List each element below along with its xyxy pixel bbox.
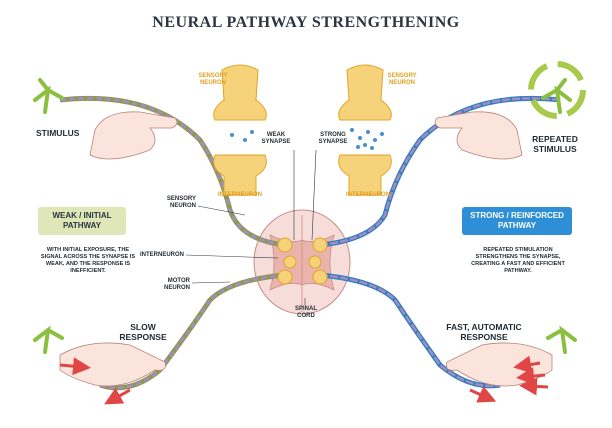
fast-response-line1: FAST, AUTOMATIC	[446, 322, 522, 332]
weak-box-line1: WEAK / INITIAL	[52, 211, 112, 220]
spinal-cord-line2: CORD	[297, 313, 315, 319]
slow-response-label: SLOW RESPONSE	[108, 322, 178, 342]
weak-synapse-label: WEAK SYNAPSE	[256, 132, 296, 146]
sensory-neuron-mid-line1: SENSORY	[166, 196, 196, 202]
fast-response-label: FAST, AUTOMATIC RESPONSE	[434, 322, 534, 342]
fast-response-line2: RESPONSE	[460, 332, 508, 342]
cycle-arrows-icon	[528, 61, 586, 119]
sensory-neuron-left-line2: NEURON	[199, 80, 226, 86]
weak-pathway-box: WEAK / INITIAL PATHWAY	[38, 207, 126, 235]
leader-lines	[185, 149, 317, 305]
slow-response-line1: SLOW	[130, 322, 156, 332]
slow-response-line2: RESPONSE	[119, 332, 167, 342]
sensory-neuron-right-line1: SENSORY	[387, 73, 417, 79]
sensory-neuron-left-line1: SENSORY	[198, 73, 228, 79]
stimulus-label: STIMULUS	[36, 128, 80, 138]
sensory-neuron-right-label: SENSORY NEURON	[382, 73, 422, 87]
weak-synapse-line1: WEAK	[266, 132, 286, 138]
weak-pathway-description: WITH INITIAL EXPOSURE, THE SIGNAL ACROSS…	[40, 247, 136, 274]
weak-box-line2: PATHWAY	[62, 221, 102, 230]
strong-box-line1: STRONG / REINFORCED	[470, 211, 564, 220]
spinal-cord-icon	[253, 209, 351, 315]
weak-synapse-line2: SYNAPSE	[261, 139, 291, 145]
sensory-neuron-mid-line2: NEURON	[169, 203, 196, 209]
strong-synapse-line1: STRONG	[320, 132, 346, 138]
page-title: NEURAL PATHWAY STRENGTHENING	[152, 14, 460, 31]
sensory-neuron-right-line2: NEURON	[388, 80, 415, 86]
motor-neuron-line1: MOTOR	[167, 278, 190, 284]
strong-box-line2: PATHWAY	[497, 221, 537, 230]
interneuron-mid-label: INTERNEURON	[140, 252, 185, 258]
sensory-neuron-mid-label: SENSORY NEURON	[152, 196, 196, 210]
plant-stimulus-icon	[33, 78, 577, 354]
spinal-cord-label: SPINAL CORD	[286, 306, 326, 320]
repeated-stimulus-line1: REPEATED	[532, 134, 578, 144]
weak-pathway	[59, 95, 297, 391]
synapse-icon	[213, 64, 392, 196]
repeated-stimulus-label: REPEATED STIMULUS	[520, 134, 590, 154]
spinal-cord-line1: SPINAL	[294, 306, 317, 312]
motor-neuron-line2: NEURON	[163, 285, 190, 291]
response-arrows	[59, 355, 549, 405]
strong-synapse-label: STRONG SYNAPSE	[310, 132, 356, 146]
strong-pathway-box: STRONG / REINFORCED PATHWAY	[462, 207, 572, 235]
interneuron-left-label: INTERNEURON	[218, 192, 263, 198]
strong-synapse-line2: SYNAPSE	[318, 139, 348, 145]
strong-pathway-description: REPEATED STIMULATION STRENGTHENS THE SYN…	[471, 247, 565, 274]
strong-pathway	[308, 95, 561, 389]
sensory-neuron-left-label: SENSORY NEURON	[193, 73, 233, 87]
repeated-stimulus-line2: STIMULUS	[533, 144, 577, 154]
motor-neuron-label: MOTOR NEURON	[150, 278, 190, 292]
interneuron-right-label: INTERNEURON	[346, 192, 391, 198]
